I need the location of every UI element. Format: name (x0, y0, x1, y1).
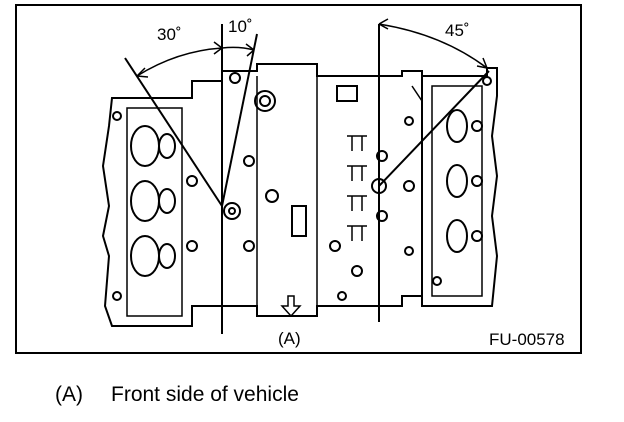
angle-label-30: 30˚ (157, 25, 182, 44)
angle-line-10 (221, 33, 258, 207)
angle-line-30 (124, 57, 223, 207)
caption-marker: (A) (55, 383, 83, 406)
arc-10-arrowhead (245, 43, 255, 57)
left-cylinder-head (101, 80, 223, 327)
right-cylinder-head (421, 67, 499, 307)
reference-lines (124, 24, 490, 334)
engine-block-drawing (101, 18, 499, 334)
angle-line-45 (378, 70, 490, 187)
arc-45 (378, 23, 488, 69)
arc-45-arrowhead-end (476, 57, 488, 69)
arc-30-arrowhead-end (213, 41, 223, 55)
caption-text: Front side of vehicle (111, 383, 299, 406)
front-arrow-icon (280, 295, 302, 318)
engine-block-center (221, 63, 423, 317)
caption: (A) Front side of vehicle (55, 384, 299, 405)
angle-label-10: 10˚ (228, 17, 253, 36)
figure-id: FU-00578 (489, 330, 565, 349)
arc-10 (221, 46, 255, 51)
figure-frame: 30˚ 10˚ 45˚ (A) FU-00578 (15, 4, 582, 354)
front-marker-label: (A) (278, 329, 301, 348)
arc-45-arrowhead (378, 18, 389, 30)
arc-30 (136, 47, 223, 77)
angle-label-45: 45˚ (445, 21, 470, 40)
angle-arcs (136, 18, 488, 78)
arc-30-arrowhead (136, 67, 149, 78)
